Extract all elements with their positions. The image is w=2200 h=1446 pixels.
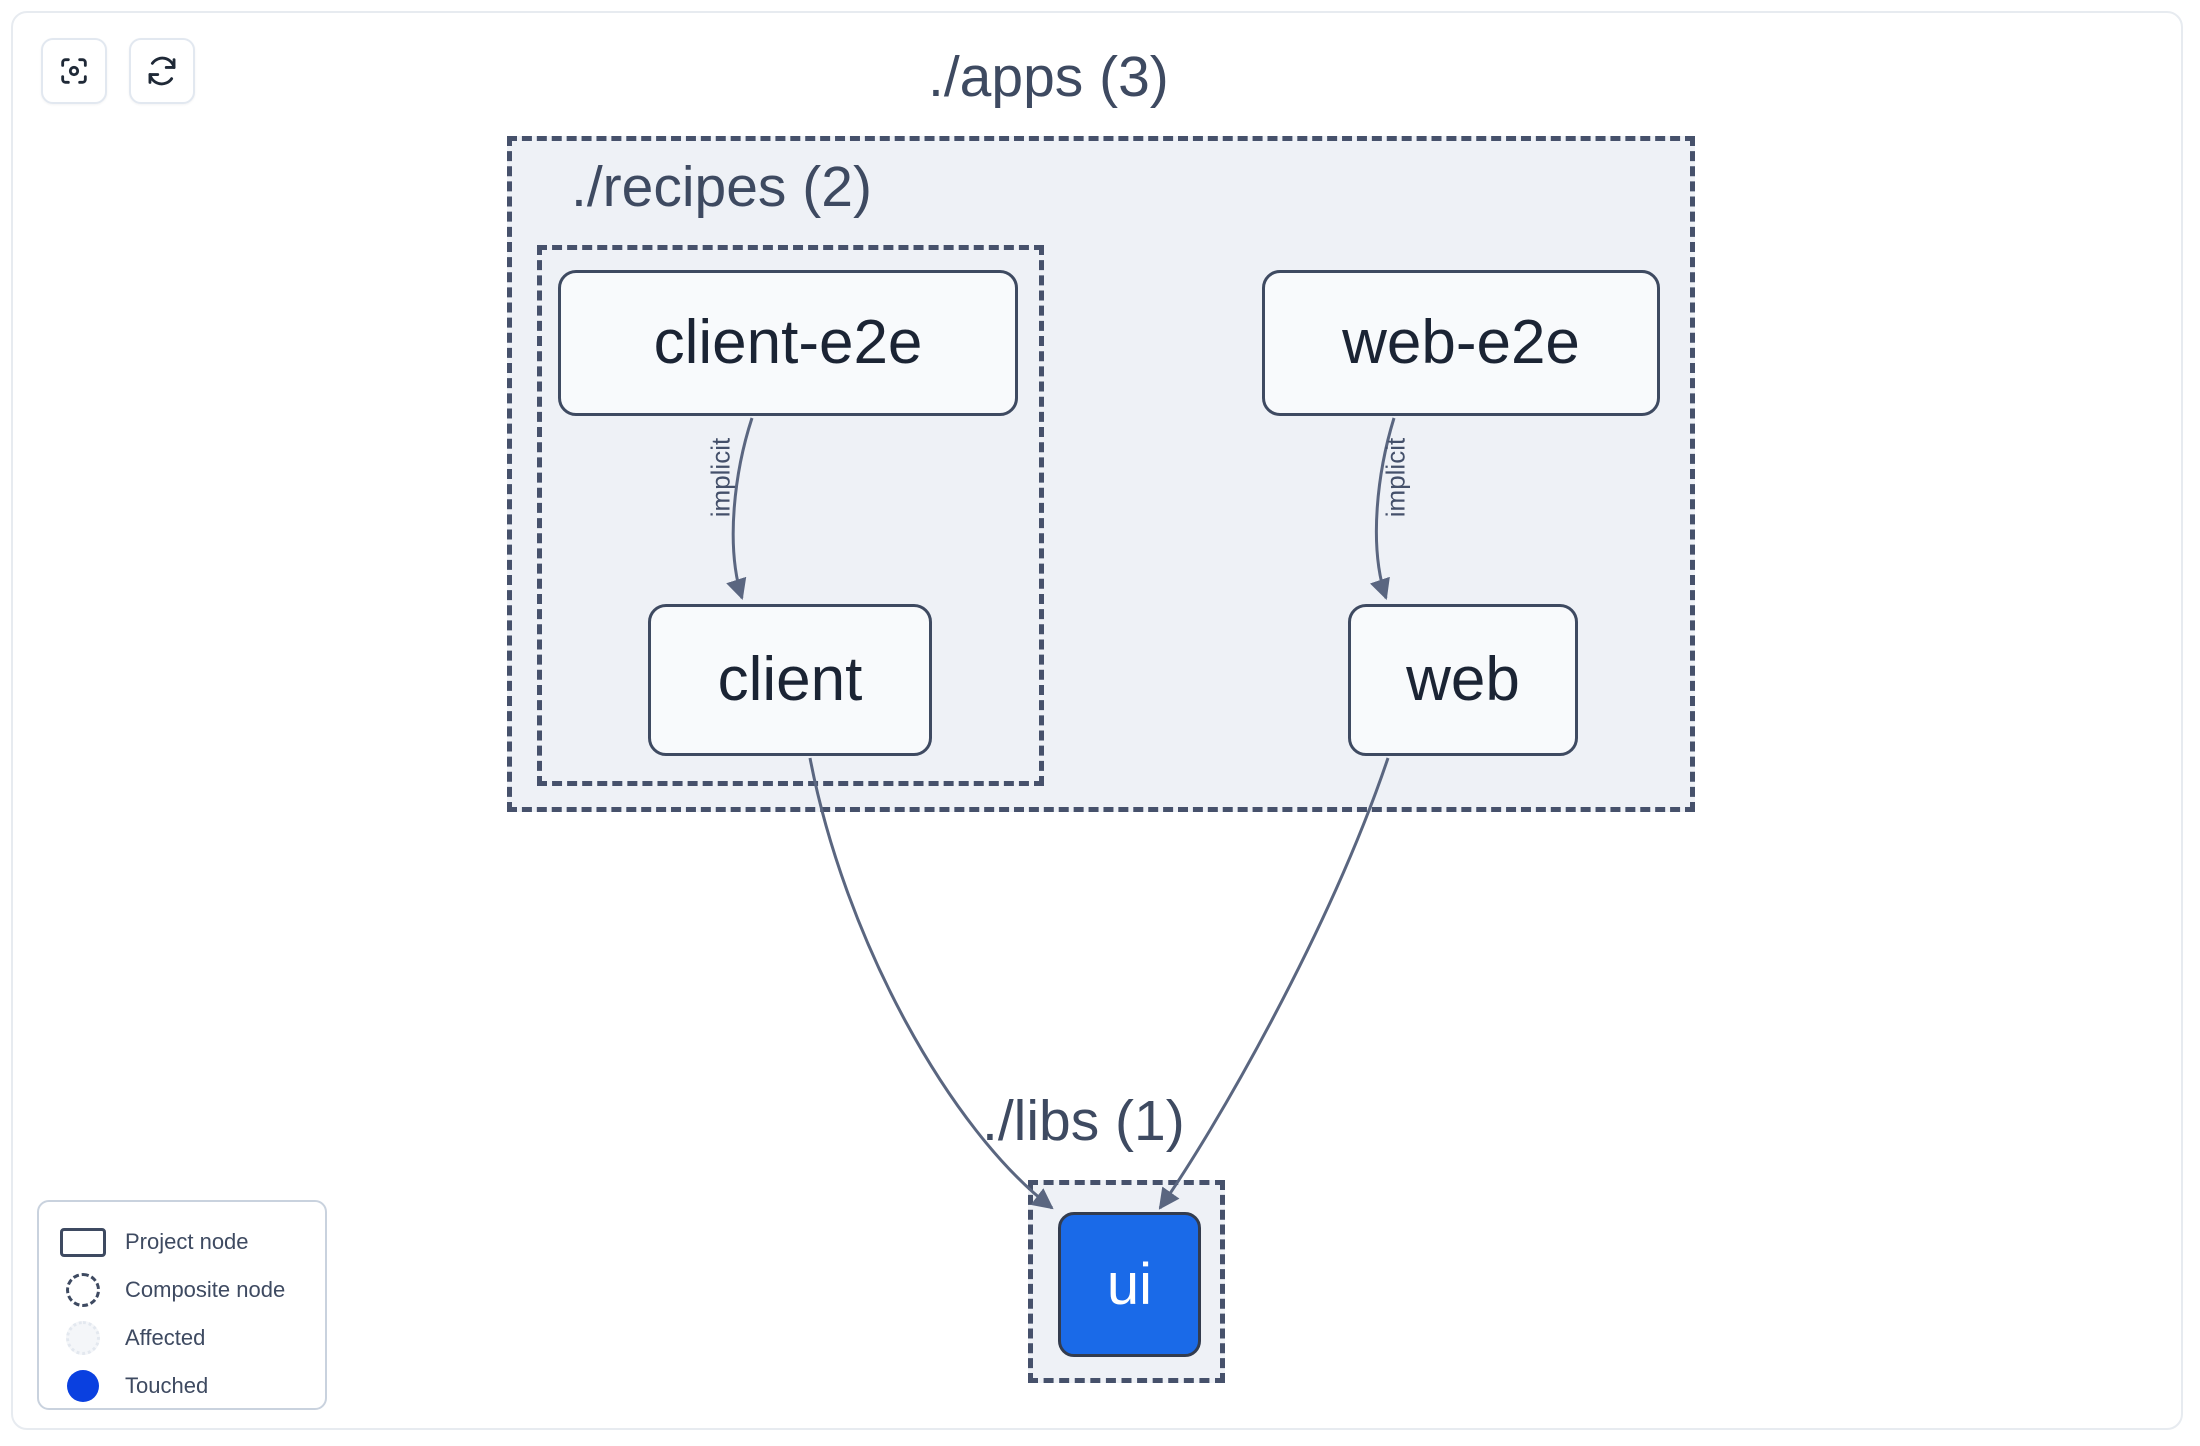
touched-swatch	[57, 1370, 109, 1402]
composite-group-recipes-label: ./recipes (2)	[571, 155, 872, 219]
composite-node-swatch	[57, 1273, 109, 1307]
project-node-web[interactable]: web	[1348, 604, 1578, 756]
focus-target-icon	[57, 54, 91, 88]
refresh-graph-button[interactable]	[129, 38, 195, 104]
edge-web-to-ui	[1158, 757, 1390, 1210]
composite-group-apps-label: ./apps (3)	[928, 45, 1169, 109]
graph-toolbar	[41, 38, 195, 104]
project-node-ui[interactable]: ui	[1058, 1212, 1201, 1357]
refresh-icon	[145, 54, 179, 88]
legend-item-affected-label: Affected	[125, 1325, 206, 1350]
project-node-client-e2e[interactable]: client-e2e	[558, 270, 1018, 416]
affected-swatch	[57, 1321, 109, 1355]
project-node-web-e2e-label: web-e2e	[1342, 308, 1580, 377]
legend-item-project-node-label: Project node	[125, 1229, 249, 1254]
legend-item-composite-node-label: Composite node	[125, 1277, 286, 1302]
graph-legend: Project node Composite node Affected Tou…	[37, 1200, 327, 1410]
legend-item-touched: Touched	[57, 1362, 307, 1410]
project-node-web-label: web	[1406, 645, 1520, 714]
legend-item-project-node: Project node	[57, 1218, 307, 1266]
project-node-client-label: client	[717, 645, 863, 714]
project-node-client-e2e-label: client-e2e	[653, 308, 923, 377]
project-node-web-e2e[interactable]: web-e2e	[1262, 270, 1660, 416]
legend-item-affected: Affected	[57, 1314, 307, 1362]
focus-graph-button[interactable]	[41, 38, 107, 104]
composite-group-libs-label: ./libs (1)	[982, 1089, 1185, 1153]
project-node-client[interactable]: client	[648, 604, 932, 756]
project-node-swatch	[57, 1227, 109, 1257]
legend-item-touched-label: Touched	[125, 1373, 209, 1398]
legend-item-composite-node: Composite node	[57, 1266, 307, 1314]
project-node-ui-label: ui	[1106, 1251, 1153, 1317]
